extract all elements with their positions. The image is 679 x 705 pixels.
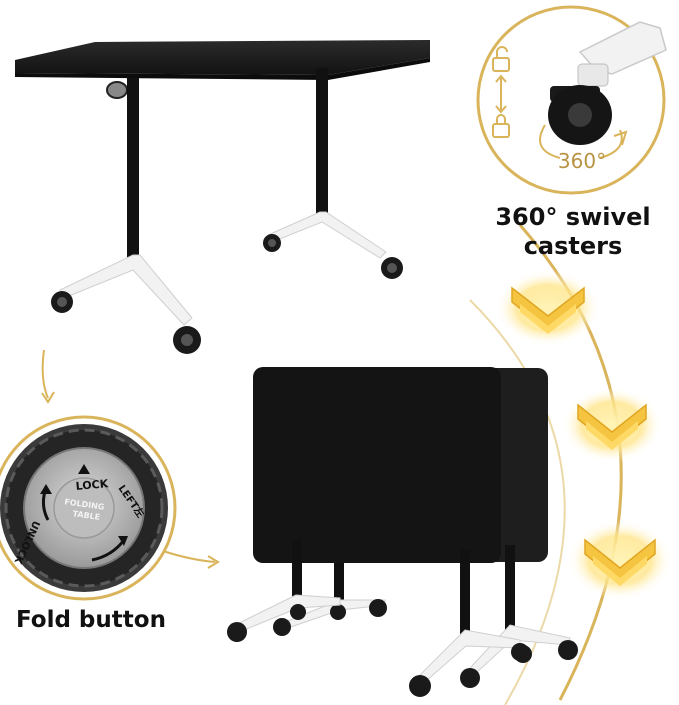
folded-tables [227, 367, 578, 697]
swivel-caption-line2: casters [523, 232, 623, 260]
fold-button-closeup: LOCK LEFT左 UNLOCK FOLDING TABLE [0, 415, 177, 601]
lock-icon [492, 114, 510, 138]
degree-badge-text: 360° [558, 149, 606, 173]
unlock-icon [492, 46, 510, 72]
swivel-caster-badge: 360° [476, 5, 667, 195]
connector-arrow-right-icon [159, 549, 216, 563]
knob-lock-text: LOCK [75, 477, 109, 493]
knob-center-line2: TABLE [72, 509, 101, 522]
open-table [15, 40, 430, 354]
connector-arrow-down-icon [41, 349, 49, 399]
swivel-caption-line1: 360° swivel [495, 203, 651, 231]
fold-button-caption: Fold button [16, 607, 166, 633]
swivel-caption: 360° swivel casters [478, 203, 668, 261]
open-tabletop [15, 40, 430, 75]
motion-arrows [496, 270, 672, 600]
